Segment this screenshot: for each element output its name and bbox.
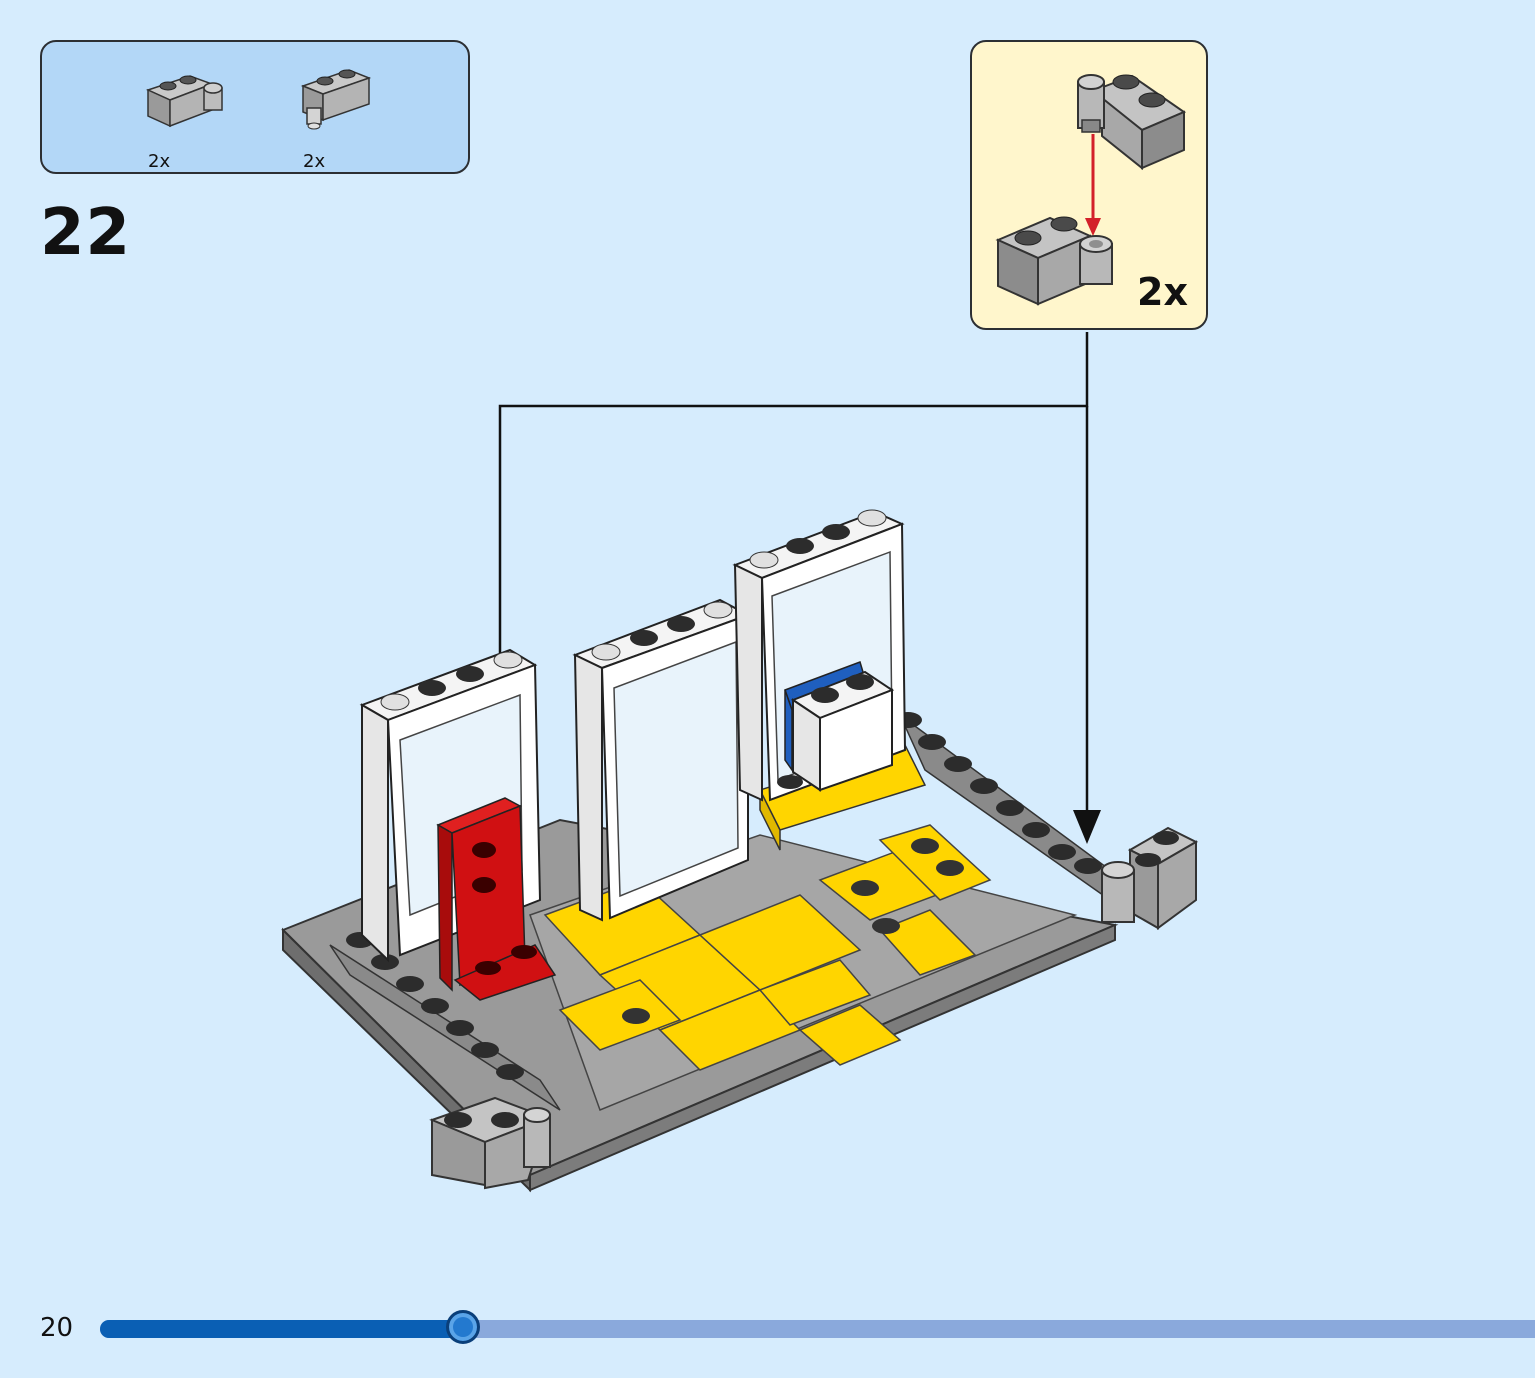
right-wall-bricks [894, 712, 1111, 902]
progress-knob [446, 1310, 481, 1344]
floor-tiles [529, 824, 1078, 1111]
step-number: 22 [40, 196, 132, 270]
page-number: 20 [40, 1313, 74, 1343]
progress-fill [100, 1320, 464, 1338]
left-wall-bricks [329, 932, 561, 1111]
floor-studs [622, 838, 964, 1024]
part-item-2: 2x [297, 60, 407, 172]
white-block [777, 661, 895, 792]
subassembly-callout: 2x [970, 40, 1208, 330]
hinge-brick-base-icon [145, 75, 223, 128]
arrow-head-right [1073, 810, 1101, 844]
hinge-assembly-icon [995, 74, 1187, 306]
red-chair [436, 797, 557, 1001]
hinge-brick-left [429, 1096, 551, 1190]
progress-bar [100, 1310, 1535, 1344]
part-quantity: 2x [303, 151, 326, 172]
callout-quantity: 2x [1137, 270, 1188, 314]
parts-list-box: 2x 2x [40, 40, 470, 174]
hinge-brick-top-icon [300, 69, 372, 130]
part-quantity: 2x [148, 151, 171, 172]
part-item-1: 2x [142, 60, 252, 172]
hinge-brick-right [1101, 826, 1199, 930]
